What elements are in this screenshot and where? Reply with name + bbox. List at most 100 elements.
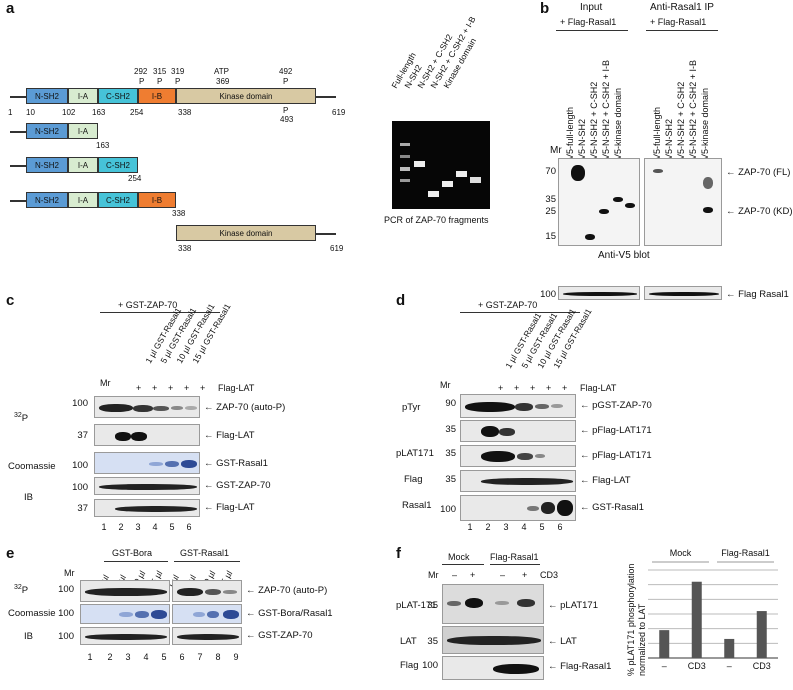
pos-163: 163 (92, 108, 106, 117)
d-lane-num-2: 2 (485, 522, 491, 532)
frag4-end: 619 (330, 244, 344, 253)
ip-bracket (646, 30, 718, 31)
nsh2-domain: N-SH2 (26, 88, 68, 104)
b-mr: Mr (550, 145, 562, 156)
b-ip-blot (644, 158, 722, 246)
d-lane-num-1: 1 (467, 522, 473, 532)
e-coomassie-label: Coomassie (8, 608, 56, 619)
c-plus-3: + (168, 383, 174, 393)
d-mr: Mr (440, 380, 451, 390)
f-arrow-1: ← pLAT171 (548, 600, 598, 611)
ip-flag: + Flag-Rasal1 (650, 17, 707, 27)
c-marker-2: 37 (77, 430, 88, 441)
d-blot-rasal (460, 495, 576, 521)
b-ip-lane-2: V5-N-SH2 (664, 118, 674, 160)
f-flag-line (490, 564, 540, 565)
c-band-5: Flag-LAT (216, 502, 255, 513)
ia-domain: I-A (68, 88, 98, 104)
e-blot-ib-2 (172, 627, 242, 645)
e-lane-num-8: 8 (215, 652, 221, 662)
c-blot-gst-zap (94, 477, 200, 495)
mark-p3: P (175, 77, 181, 86)
frag1-backbone (10, 131, 30, 133)
frag3-end: 338 (172, 209, 186, 218)
b-lane-1: V5-full-length (565, 106, 575, 160)
b-blot-caption: Anti-V5 blot (598, 250, 650, 261)
frag3-ib: I-B (138, 192, 176, 208)
pos-102: 102 (62, 108, 76, 117)
f-band-1: pLAT171 (560, 600, 598, 611)
e-band-1: ZAP-70 (auto-P) (258, 585, 328, 596)
e-lane-num-7: 7 (197, 652, 203, 662)
e-band-2: GST-Bora/Rasal1 (258, 608, 333, 619)
e-bora: GST-Bora (112, 548, 153, 558)
mark-369: 369 (216, 77, 230, 86)
e-arrow-3: ← GST-ZAP-70 (246, 630, 313, 641)
f-row-flag: Flag (400, 660, 419, 671)
f-band-3: Flag-Rasal1 (560, 661, 612, 672)
frag2-ia: I-A (68, 157, 98, 173)
e-marker-3: 100 (58, 631, 74, 642)
c-coomassie-label: Coomassie (8, 461, 56, 472)
e-lane-num-3: 3 (125, 652, 131, 662)
panel-a-label: a (6, 0, 15, 17)
d-arrow-4: ← Flag-LAT (580, 475, 631, 486)
e-lane-num-2: 2 (107, 652, 113, 662)
b-flag-input-blot (558, 286, 640, 300)
b-marker-15: 15 (545, 231, 556, 242)
pos-619: 619 (332, 108, 346, 117)
e-blot-autop-1 (80, 580, 170, 602)
e-32-sup: 32 (14, 584, 22, 591)
d-plus-5: + (562, 383, 568, 393)
c-blot-lat (94, 424, 200, 446)
b-marker-100: 100 (540, 289, 556, 300)
bar-0 (659, 630, 670, 658)
csh2-domain: C-SH2 (98, 88, 138, 104)
f-sign-3: – (500, 570, 506, 580)
c-marker-4: 100 (72, 482, 88, 493)
c-band-1: ZAP-70 (auto-P) (216, 402, 286, 413)
c-lane-num-4: 4 (152, 522, 158, 532)
f-arrow-2: ← LAT (548, 636, 577, 647)
f-mock-line (442, 564, 484, 565)
mark-315: 315 (153, 67, 167, 76)
d-blot-plat-1 (460, 420, 576, 442)
input-bracket (556, 30, 628, 31)
d-marker-3: 35 (445, 448, 456, 459)
d-band-4: Flag-LAT (592, 475, 631, 486)
d-plus-2: + (514, 383, 520, 393)
e-ib-label: IB (24, 631, 33, 642)
frag1-nsh2: N-SH2 (26, 123, 68, 139)
mark-292: 292 (134, 67, 148, 76)
c-arrow-2: ← Flag-LAT (204, 430, 255, 441)
d-blot-flag (460, 470, 576, 492)
c-band-3: GST-Rasal1 (216, 458, 268, 469)
group-label-0: Mock (670, 548, 692, 558)
d-band-1: pGST-ZAP-70 (592, 400, 652, 411)
d-arrow-1: ← pGST-ZAP-70 (580, 400, 652, 411)
frag2-backbone (10, 165, 30, 167)
frag3-ia: I-A (68, 192, 98, 208)
f-blot-lat (442, 626, 544, 654)
d-blot-pzap (460, 394, 576, 418)
e-blot-autop-2 (172, 580, 242, 602)
d-arrow-3: ← pFlag-LAT171 (580, 450, 652, 461)
b-lane-2: V5-N-SH2 (577, 118, 587, 160)
f-blot-plat (442, 584, 544, 624)
b-ip-lane-5: V5-kinase domain (700, 87, 710, 160)
c-lane-num-1: 1 (101, 522, 107, 532)
frag2-nsh2: N-SH2 (26, 157, 68, 173)
b-label-flag: Flag Rasal1 (738, 289, 789, 300)
c-32p-label: 32P (14, 412, 28, 424)
d-band-3: pFlag-LAT171 (592, 450, 652, 461)
f-row-plat: pLAT-171 (396, 600, 437, 611)
c-flag-lat: Flag-LAT (218, 383, 255, 393)
b-label-fl: ZAP-70 (FL) (738, 167, 791, 178)
c-marker-5: 37 (77, 503, 88, 514)
c-band-4: GST-ZAP-70 (216, 480, 271, 491)
c-arrow-5: ← Flag-LAT (204, 502, 255, 513)
f-chart-ylabel-1: % pLAT171 phosphorylation (626, 563, 636, 676)
e-lane-num-6: 6 (179, 652, 185, 662)
f-cd3: CD3 (540, 570, 559, 580)
mark-p5: P (283, 106, 289, 115)
